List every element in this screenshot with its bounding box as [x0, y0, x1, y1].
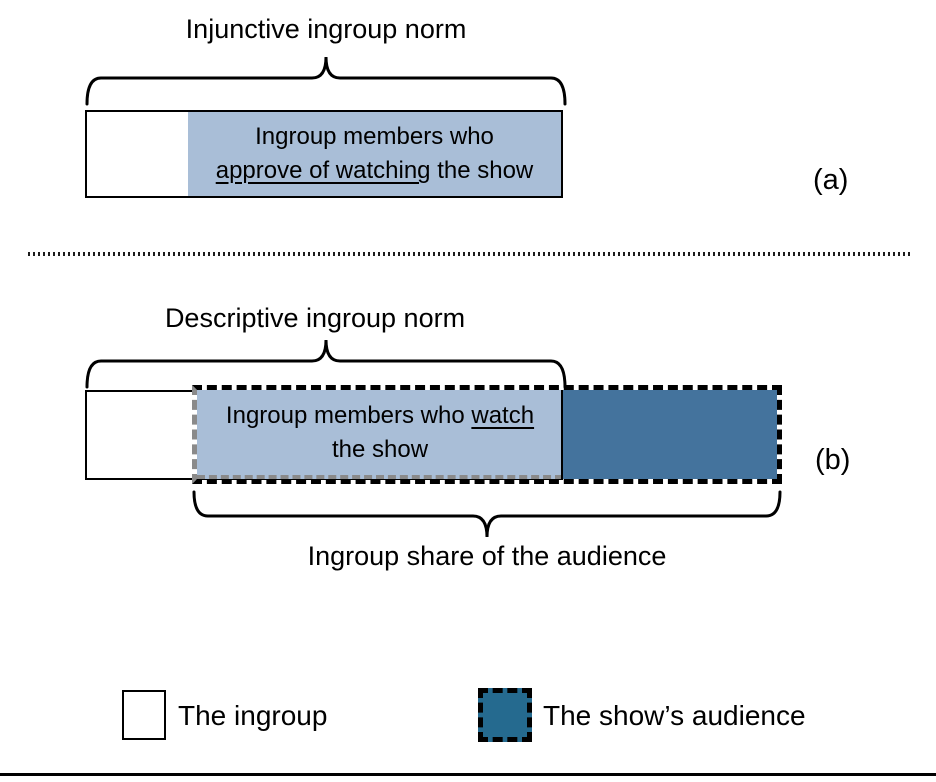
panel-a-bar-text-line2-rest: the show	[430, 157, 534, 184]
panel-a-bar-text-line1: Ingroup members who	[255, 123, 494, 150]
panel-a-label: (a)	[813, 164, 849, 196]
panel-b-label: (b)	[815, 444, 851, 476]
panel-b-outside-audience-segment	[563, 390, 777, 479]
panel-b-audience-rect: Ingroup members who watch the show	[192, 385, 782, 484]
panel-a-bar-text-line2: approve of watching the show	[216, 154, 534, 188]
legend-ingroup-swatch	[122, 690, 166, 740]
panel-b-title: Descriptive ingroup norm	[164, 303, 466, 333]
panel-b-bar-text-line1: Ingroup members who watch	[226, 399, 534, 433]
audience-share-label: Ingroup share of the audience	[307, 541, 667, 571]
panel-b-brace	[85, 339, 567, 389]
panel-a-brace	[85, 56, 567, 106]
bottom-rule	[0, 773, 936, 776]
panel-a-ingroup-bar: Ingroup members who approve of watching …	[85, 110, 563, 198]
legend-ingroup-label: The ingroup	[178, 700, 328, 731]
legend-audience-swatch	[478, 688, 532, 742]
panel-b-bar-text-line1-rest: Ingroup members who	[225, 401, 472, 429]
dotted-divider-line	[28, 252, 910, 256]
legend-audience-label: The show’s audience	[543, 700, 806, 731]
panel-a-approvers-segment: Ingroup members who approve of watching …	[188, 112, 561, 196]
panel-b-watchers-segment: Ingroup members who watch the show	[197, 390, 563, 479]
audience-share-brace	[192, 490, 782, 538]
panel-a-underlined-phrase: approve of watching	[215, 157, 431, 184]
panel-b-bar-text-line2: the show	[331, 435, 429, 463]
panel-a-title: Injunctive ingroup norm	[185, 14, 467, 44]
panel-b-underlined-phrase: watch	[471, 401, 535, 429]
panel-b-ingroup-bar-right-border	[561, 390, 563, 479]
